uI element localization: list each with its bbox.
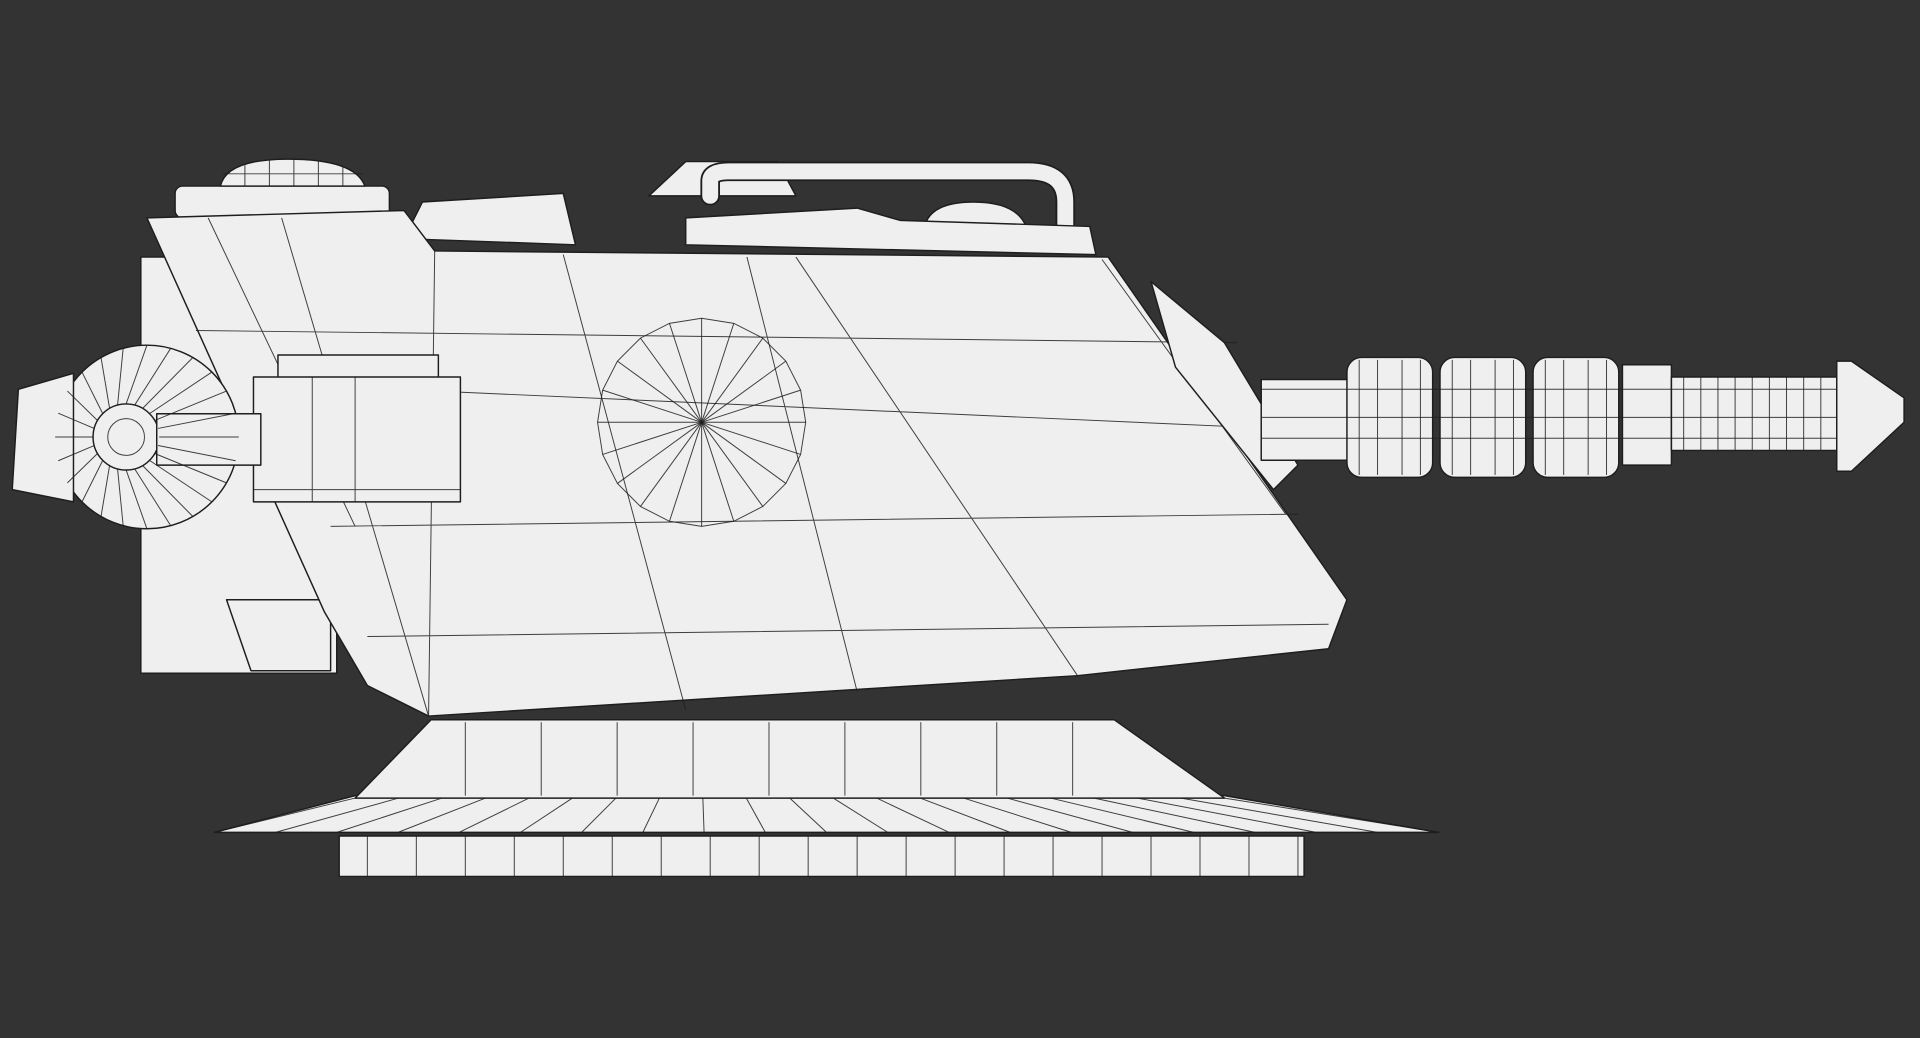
wheel-spoke [117, 348, 124, 406]
wheel-spoke [142, 465, 194, 517]
radial-spoke [701, 421, 801, 455]
skirt-segment-line [745, 797, 766, 833]
skirt-segment-line [336, 797, 443, 833]
wheel-spoke [67, 453, 98, 484]
radial-spoke [701, 337, 764, 423]
wheel-spoke [154, 453, 227, 484]
wheel-spoke [67, 390, 98, 421]
wheel-spoke [134, 348, 172, 406]
wheel-spoke [125, 469, 148, 529]
radial-spoke [617, 360, 702, 423]
base [213, 719, 1440, 878]
radial-panel [597, 317, 807, 527]
radial-spoke [602, 389, 702, 423]
skirt-segment-line [214, 797, 356, 833]
skirt-segment-line [1224, 797, 1439, 833]
skirt-segment-line [789, 797, 827, 833]
radial-spoke [701, 360, 787, 423]
skirt-segment-line [275, 797, 399, 833]
wheel-spoke [157, 412, 236, 429]
skirt-segment-line [1180, 797, 1378, 833]
wheel-spoke [142, 357, 194, 409]
wheel-spoke [125, 345, 148, 405]
skirt-segment-line [876, 797, 950, 833]
skirt-segment-line [397, 797, 486, 833]
skirt-segment-line [642, 797, 660, 833]
radial-spoke [701, 422, 735, 522]
wheel-spoke [149, 371, 213, 415]
radial-spoke [701, 421, 787, 484]
radial-spoke [602, 421, 702, 455]
turret-model [11, 158, 1905, 878]
wheel-spoke [100, 357, 111, 409]
skirt-segment-line [458, 797, 530, 833]
skirt-segment-line [963, 797, 1072, 833]
skirt-segment-line [920, 797, 1011, 833]
main-body [146, 209, 1348, 717]
radial-spoke [640, 337, 703, 423]
wheel-spoke [100, 465, 111, 517]
skirt-segment-line [1093, 797, 1256, 833]
wheel-spoke [157, 445, 236, 462]
left-wheel [11, 344, 262, 530]
radial-spoke [669, 422, 703, 522]
skirt-segment-line [520, 797, 573, 833]
barrel [1150, 280, 1905, 491]
wheel-spoke [154, 390, 227, 421]
wheel-spoke [134, 468, 172, 526]
skirt-segment-line [1137, 797, 1317, 833]
radial-spoke [701, 422, 764, 507]
skirt-segment-line [581, 797, 617, 833]
skirt-segment-line [1050, 797, 1194, 833]
wheel-spoke [81, 371, 104, 414]
skirt-segment-line [1007, 797, 1133, 833]
wheel-spoke [58, 445, 95, 462]
wheel-spoke [117, 468, 124, 526]
skirt-segment-line [702, 798, 705, 833]
radial-spoke [669, 323, 703, 423]
wheel-spoke [58, 412, 95, 429]
wheel-spoke [149, 459, 213, 503]
radial-spoke [701, 389, 801, 423]
skirt-segment-line [833, 797, 889, 833]
wheel-spoke [81, 460, 104, 503]
radial-spoke [701, 323, 735, 423]
side-hatch [252, 354, 462, 503]
radial-spoke [640, 422, 703, 507]
top-handle [403, 160, 1097, 256]
radial-spoke [617, 421, 702, 484]
